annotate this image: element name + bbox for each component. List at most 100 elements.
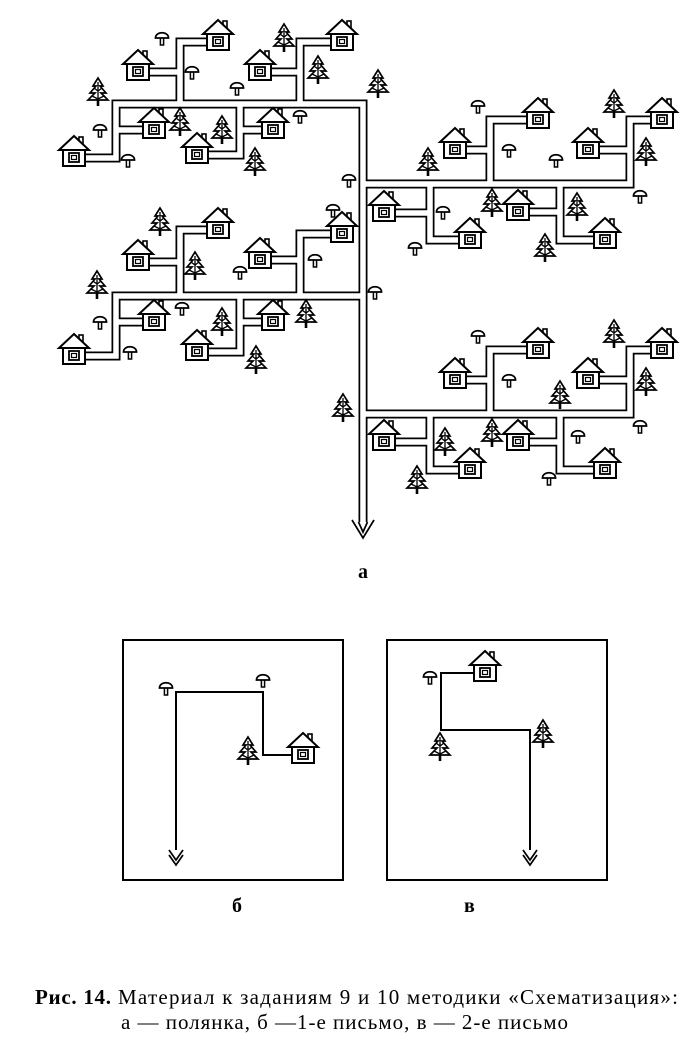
road-segment-inner <box>84 101 366 522</box>
house-icon <box>572 357 604 389</box>
panel-c-frame <box>386 639 608 881</box>
house-icon <box>469 650 501 682</box>
tree-icon <box>244 344 268 376</box>
tree-icon <box>331 392 355 424</box>
house-icon <box>287 732 319 764</box>
arrow-down-icon <box>351 519 375 539</box>
house-icon <box>439 127 471 159</box>
mushroom-icon <box>154 31 170 46</box>
mushroom-icon <box>232 265 248 280</box>
house-icon <box>502 419 534 451</box>
tree-icon <box>210 306 234 338</box>
mushroom-icon <box>541 471 557 486</box>
house-icon <box>646 327 678 359</box>
mushroom-icon <box>341 173 357 188</box>
house-icon <box>58 135 90 167</box>
road-segment-inner <box>487 347 528 414</box>
house-icon <box>122 49 154 81</box>
house-icon <box>522 327 554 359</box>
tree-icon <box>480 187 504 219</box>
mushroom-icon <box>307 253 323 268</box>
house-icon <box>572 127 604 159</box>
tree-icon <box>634 366 658 398</box>
mushroom-icon <box>435 205 451 220</box>
tree-icon <box>86 76 110 108</box>
panel-b-letter-diagram <box>122 639 344 881</box>
house-icon <box>122 239 154 271</box>
road-segment-inner <box>297 39 332 104</box>
tree-icon <box>148 206 172 238</box>
house-icon <box>646 97 678 129</box>
tree-icon <box>272 22 296 54</box>
mushroom-icon <box>120 153 136 168</box>
panel-a-label: а <box>358 561 368 583</box>
caption-title: Материал к заданиям 9 и 10 методики «Схе… <box>118 985 678 1009</box>
tree-icon <box>548 379 572 411</box>
route-line <box>440 672 531 850</box>
road-segment-inner <box>487 117 528 184</box>
house-icon <box>589 447 621 479</box>
road-segment-inner <box>557 414 595 473</box>
tree-icon <box>634 136 658 168</box>
road-segment-inner <box>207 296 243 355</box>
house-icon <box>454 217 486 249</box>
mushroom-icon <box>367 285 383 300</box>
mushroom-icon <box>501 143 517 158</box>
tree-icon <box>533 232 557 264</box>
house-icon <box>326 19 358 51</box>
road-segment-inner <box>297 231 332 296</box>
house-icon <box>202 19 234 51</box>
house-icon <box>502 189 534 221</box>
route-line <box>175 691 292 850</box>
house-icon <box>454 447 486 479</box>
tree-icon <box>294 298 318 330</box>
mushroom-icon <box>548 153 564 168</box>
mushroom-icon <box>255 673 271 688</box>
road-segment-inner <box>177 39 208 104</box>
mushroom-icon <box>501 373 517 388</box>
road-segment-inner <box>427 414 460 473</box>
mushroom-icon <box>632 419 648 434</box>
mushroom-icon <box>92 315 108 330</box>
house-icon <box>202 207 234 239</box>
arrow-down-icon <box>522 849 538 866</box>
house-icon <box>138 299 170 331</box>
panel-a-glade-diagram <box>58 19 678 539</box>
house-icon <box>244 49 276 81</box>
house-icon <box>181 329 213 361</box>
caption-legend: а — полянка, б —1-е письмо, в — 2-е пись… <box>121 1010 568 1034</box>
mushroom-icon <box>570 429 586 444</box>
tree-icon <box>416 146 440 178</box>
house-icon <box>181 132 213 164</box>
house-icon <box>244 237 276 269</box>
tree-icon <box>602 318 626 350</box>
tree-icon <box>366 68 390 100</box>
house-icon <box>58 333 90 365</box>
house-icon <box>257 299 289 331</box>
mushroom-icon <box>470 99 486 114</box>
mushroom-icon <box>229 81 245 96</box>
mushroom-icon <box>174 301 190 316</box>
tree-icon <box>183 250 207 282</box>
panel-b-label: б <box>232 895 242 917</box>
road-segment-inner <box>177 227 208 296</box>
panel-c-letter-diagram <box>386 639 608 881</box>
tree-icon <box>405 464 429 496</box>
tree-icon <box>480 417 504 449</box>
mushroom-icon <box>632 189 648 204</box>
tree-icon <box>433 426 457 458</box>
road-segment-inner <box>427 184 460 243</box>
tree-icon <box>85 269 109 301</box>
mushroom-icon <box>470 329 486 344</box>
caption-number: Рис. 14. <box>35 985 111 1009</box>
house-icon <box>368 190 400 222</box>
mushroom-icon <box>158 681 174 696</box>
house-icon <box>439 357 471 389</box>
house-icon <box>257 107 289 139</box>
tree-icon <box>565 191 589 223</box>
mushroom-icon <box>422 670 438 685</box>
road-segment-inner <box>557 184 595 243</box>
panel-b-frame <box>122 639 344 881</box>
house-icon <box>368 419 400 451</box>
